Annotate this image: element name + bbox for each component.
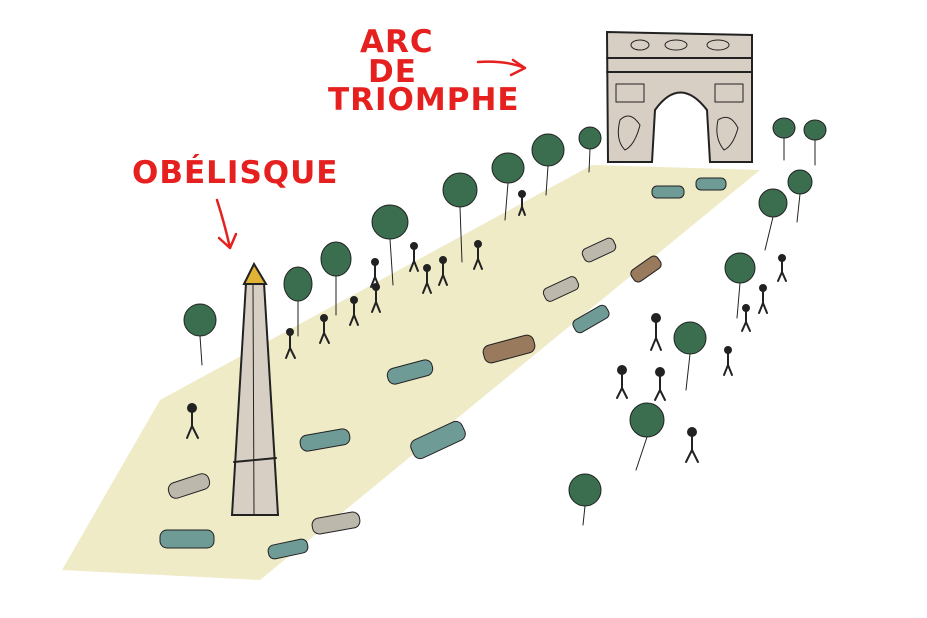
pedestrian <box>438 256 448 286</box>
pedestrian <box>371 283 381 313</box>
car <box>581 237 617 263</box>
pedestrian <box>616 365 628 399</box>
car <box>651 185 685 199</box>
tree <box>724 252 756 319</box>
tree <box>183 303 217 366</box>
tree <box>673 321 707 391</box>
pedestrian <box>422 264 432 294</box>
tree <box>283 266 313 337</box>
car <box>159 529 215 549</box>
pedestrian <box>650 313 662 351</box>
tree <box>772 117 796 161</box>
pedestrian <box>758 284 768 314</box>
car <box>386 359 434 385</box>
label-obelisque: OBÉLISQUE <box>132 155 338 191</box>
car <box>410 420 466 460</box>
pedestrian <box>777 254 787 282</box>
car <box>695 177 727 191</box>
tree <box>758 188 788 251</box>
tree <box>320 241 352 316</box>
tree <box>787 169 813 223</box>
cars <box>159 177 727 560</box>
pedestrian <box>370 258 380 288</box>
pedestrian <box>654 367 666 401</box>
car <box>167 473 211 499</box>
pedestrian <box>473 240 483 270</box>
car <box>482 334 536 364</box>
pedestrian <box>319 314 330 344</box>
car <box>542 276 580 302</box>
pedestrian <box>518 190 526 216</box>
pedestrian <box>186 403 199 439</box>
left-tree-row <box>183 126 602 366</box>
car <box>299 428 351 452</box>
car <box>267 538 309 560</box>
right-tree-row <box>568 117 827 526</box>
pedestrians <box>186 190 787 463</box>
obelisque <box>230 261 280 516</box>
car <box>630 255 662 283</box>
tree <box>491 152 525 221</box>
tree <box>371 204 409 286</box>
label-arc-line2: DE <box>368 54 417 90</box>
pedestrian <box>723 346 733 376</box>
pedestrian <box>685 427 699 463</box>
label-arc-line1: ARC <box>360 24 434 60</box>
arc-de-triomphe <box>605 30 753 163</box>
tree <box>442 172 478 263</box>
tree <box>629 402 665 471</box>
tree <box>578 126 602 173</box>
tree <box>803 119 827 166</box>
arrow-to-arc-icon <box>476 58 527 77</box>
pedestrian <box>741 304 751 332</box>
tree <box>568 473 602 526</box>
arrow-to-obelisque-icon <box>215 198 238 250</box>
tree <box>531 133 565 196</box>
car <box>311 511 361 535</box>
pedestrian <box>285 328 296 359</box>
pedestrian <box>349 296 359 326</box>
pedestrian <box>409 242 419 272</box>
label-arc-line3: TRIOMPHE <box>328 82 520 118</box>
car <box>572 304 610 334</box>
